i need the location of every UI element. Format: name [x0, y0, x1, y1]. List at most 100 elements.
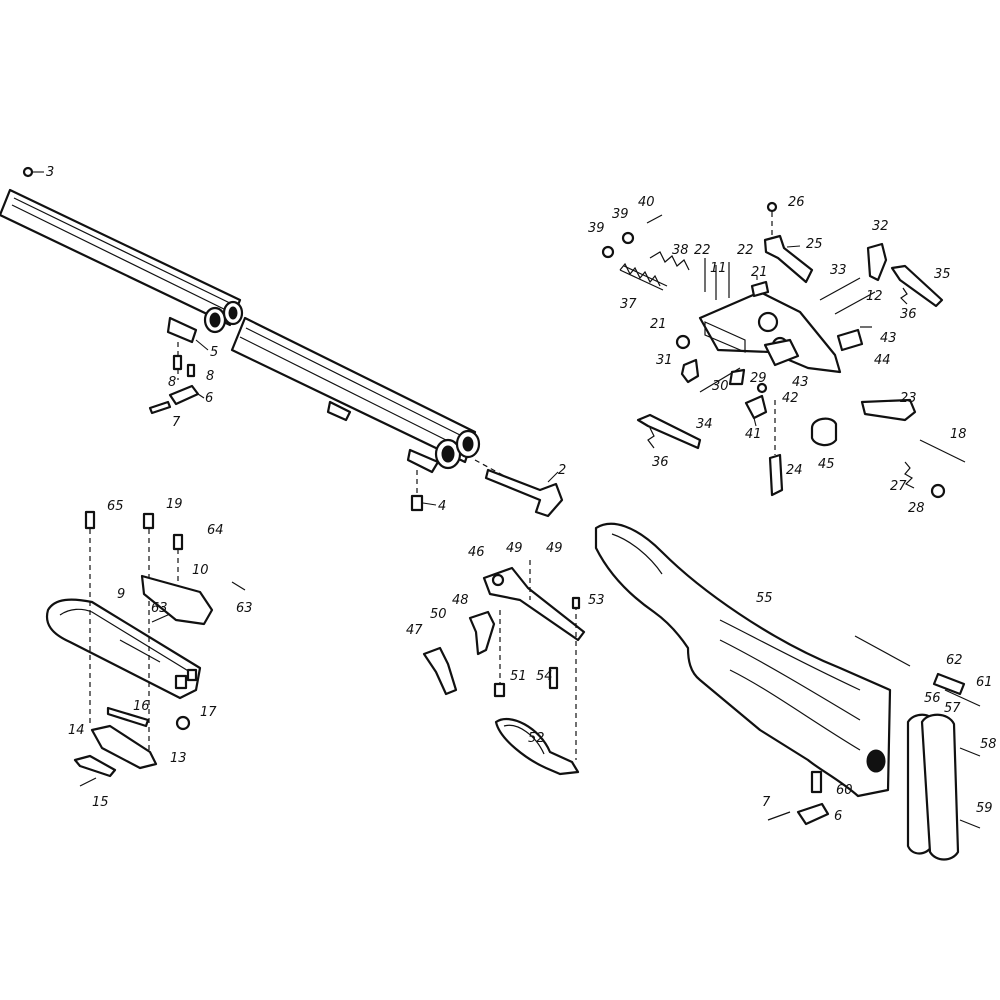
label-42: 42	[782, 391, 799, 406]
forend-end-b	[186, 668, 198, 682]
forend-iron-10	[140, 574, 214, 626]
label-39b: 39	[588, 221, 605, 236]
receiver	[698, 290, 842, 374]
trigger-47	[422, 646, 458, 696]
lever-34	[636, 413, 702, 450]
label-43b: 43	[880, 331, 897, 346]
label-43a: 43	[792, 375, 809, 390]
label-17: 17	[200, 705, 217, 720]
label-51: 51	[510, 669, 527, 684]
label-22a: 22	[694, 243, 711, 258]
action-assembly	[601, 201, 966, 499]
bolt-61	[944, 689, 981, 707]
trigger-plate-46	[482, 566, 586, 642]
screw-65	[84, 510, 96, 530]
label-60: 60	[836, 783, 853, 798]
leader-41	[753, 417, 757, 427]
label-7b: 7	[762, 795, 771, 810]
spring-27	[904, 461, 915, 489]
label-56: 56	[924, 691, 941, 706]
label-65: 65	[107, 499, 124, 514]
pin-15	[79, 777, 97, 787]
front-sight-bead	[22, 166, 34, 178]
label-24: 24	[786, 463, 803, 478]
label-40: 40	[638, 195, 655, 210]
label-44: 44	[874, 353, 891, 368]
spring-36a	[647, 427, 655, 449]
part-23	[860, 398, 917, 422]
label-25: 25	[806, 237, 823, 252]
butt-plate-57	[920, 713, 960, 861]
label-64: 64	[207, 523, 224, 538]
leader-6a	[197, 393, 205, 399]
forend-slot	[119, 639, 161, 663]
hook-lug	[406, 448, 440, 474]
receiver-pivot	[757, 311, 779, 333]
chamber-left	[441, 445, 455, 463]
screw-8b	[186, 363, 196, 378]
label-12: 12	[866, 289, 883, 304]
label-21a: 21	[751, 265, 768, 280]
label-28: 28	[908, 501, 925, 516]
label-31: 31	[656, 353, 673, 368]
screw-58	[959, 747, 981, 757]
spring-37	[619, 265, 668, 291]
screw-19	[142, 512, 155, 530]
label-54: 54	[536, 669, 553, 684]
leader-4	[422, 502, 437, 506]
screw-51	[493, 682, 506, 698]
screw-64	[172, 533, 184, 551]
label-8b: 8	[206, 369, 214, 384]
label-3: 3	[46, 165, 54, 180]
label-23: 23	[900, 391, 917, 406]
spring-37-coil	[619, 262, 661, 287]
trigger-48	[468, 610, 496, 656]
label-6a: 6	[205, 391, 213, 406]
rod-18	[919, 439, 966, 463]
label-18: 18	[950, 427, 967, 442]
part-44	[836, 328, 864, 352]
part-29	[728, 368, 746, 386]
receiver-face	[704, 321, 746, 353]
spring-16	[106, 706, 150, 728]
stock-comb	[611, 533, 663, 575]
lever-35	[890, 264, 944, 308]
leader-5	[195, 339, 209, 351]
barrel-rib-line-4	[239, 336, 467, 451]
label-50: 50	[430, 607, 447, 622]
underlug	[326, 400, 352, 422]
label-16: 16	[133, 699, 150, 714]
screw-39b	[621, 231, 635, 245]
label-13: 13	[170, 751, 187, 766]
stock-assembly	[594, 522, 981, 861]
part-labels: 3 5 8 8 6 7 4 2 40 39 39 38 22 11 22 21 …	[46, 165, 997, 824]
label-59: 59	[976, 801, 993, 816]
stock-55	[594, 522, 892, 798]
latch-13	[90, 724, 158, 770]
label-39a: 39	[612, 207, 629, 222]
label-26: 26	[788, 195, 805, 210]
label-15: 15	[92, 795, 109, 810]
label-61: 61	[976, 675, 993, 690]
label-46: 46	[468, 545, 485, 560]
label-2: 2	[558, 463, 566, 478]
screw-4	[410, 494, 424, 512]
barrel-lug	[166, 316, 198, 344]
label-35: 35	[934, 267, 951, 282]
part-43a	[763, 338, 800, 367]
label-57: 57	[944, 701, 961, 716]
label-29: 29	[750, 371, 767, 386]
label-63b: 63	[151, 601, 168, 616]
guard-inner-line	[503, 724, 545, 755]
pin-63a	[231, 581, 246, 591]
label-9: 9	[117, 587, 125, 602]
forend-end-a	[174, 674, 188, 690]
label-49b: 49	[546, 541, 563, 556]
label-10: 10	[192, 563, 209, 578]
swivel-6b	[796, 802, 830, 826]
rod-12	[834, 291, 876, 315]
label-63a: 63	[236, 601, 253, 616]
barrel-rib-line-2	[11, 204, 233, 314]
label-49a: 49	[506, 541, 523, 556]
